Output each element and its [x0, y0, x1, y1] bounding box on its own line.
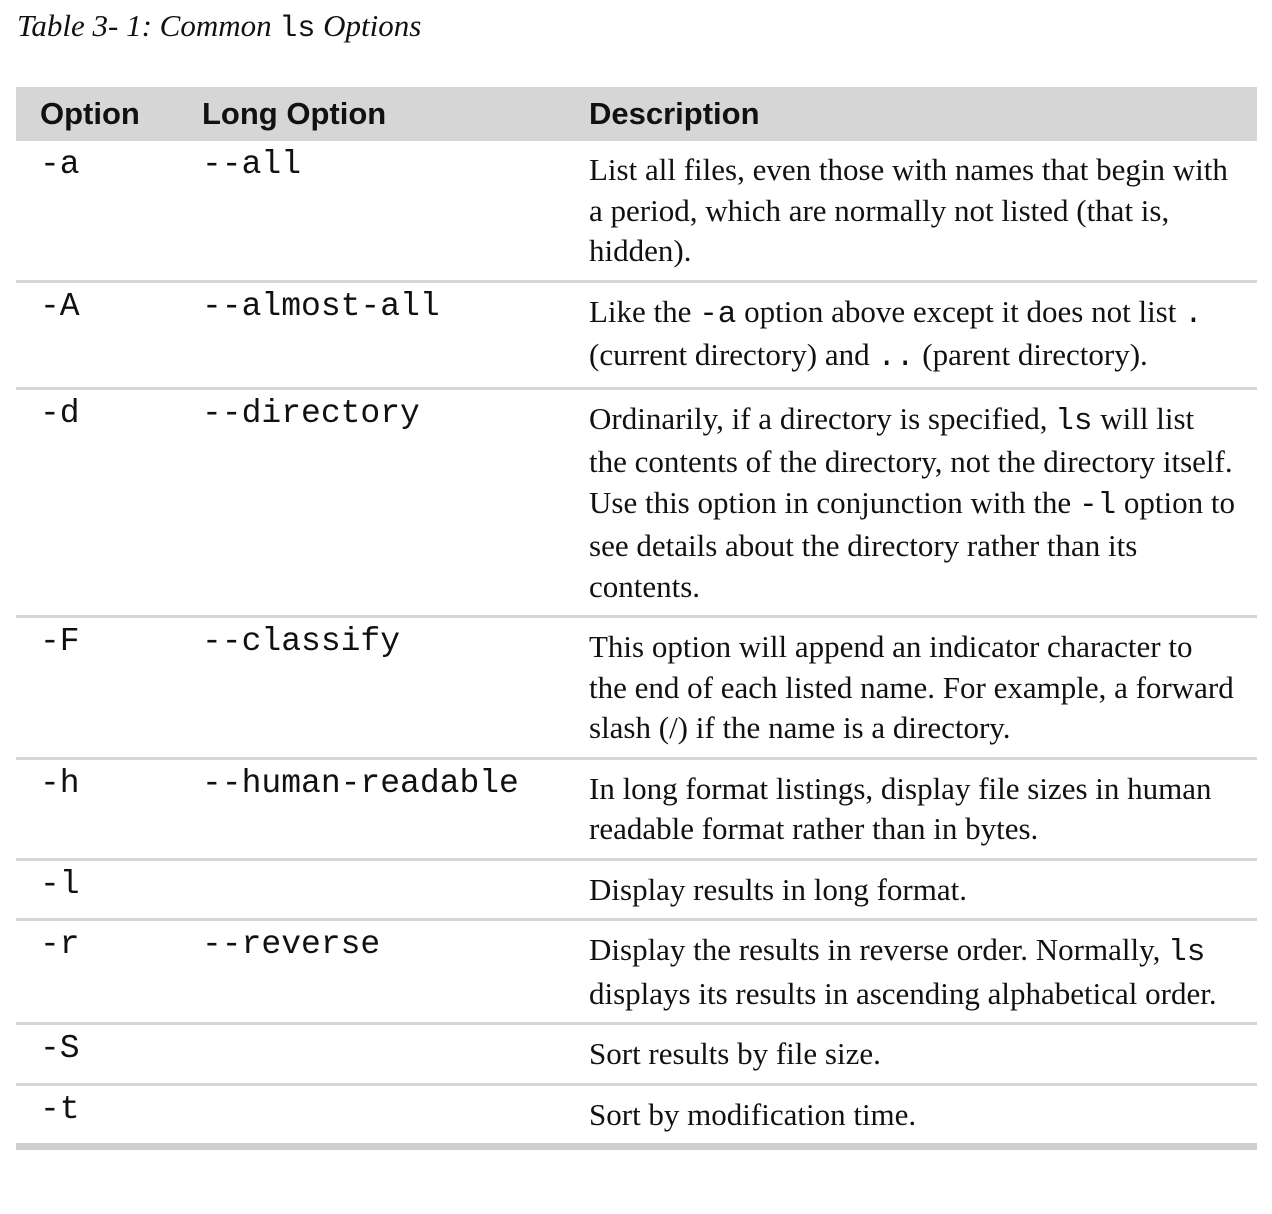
- caption-code: ls: [279, 12, 316, 46]
- description-cell: This option will append an indicator cha…: [565, 617, 1257, 759]
- inline-code: .: [1184, 296, 1203, 332]
- table-header: Option Long Option Description: [16, 87, 1257, 141]
- description-cell: Display the results in reverse order. No…: [565, 920, 1257, 1024]
- description-text: will list the contents of the directory,…: [589, 400, 1233, 520]
- table-row: -h --human-readable In long format listing…: [16, 758, 1257, 859]
- description-cell: Sort by modification time.: [565, 1084, 1257, 1147]
- table-row: -r --reverse Display the results in revers…: [16, 919, 1257, 1024]
- option-cell: -a: [40, 146, 80, 183]
- option-cell: -l: [40, 865, 80, 903]
- long-option-cell: [178, 859, 565, 920]
- description-cell: List all files, even those with names th…: [565, 141, 1257, 281]
- inline-code: -l: [1078, 487, 1117, 523]
- long-option-cell: [178, 1084, 565, 1147]
- option-cell: -S: [40, 1030, 80, 1067]
- table-row: -F --classify This option will append an i…: [16, 616, 1257, 759]
- long-option-cell: --all: [202, 146, 302, 183]
- inline-code: -a: [699, 296, 737, 332]
- description-text: Ordinarily, if a directory is specified,: [589, 400, 1056, 436]
- table-row: -l Display results in long format.: [16, 859, 1257, 920]
- header-long-option: Long Option: [178, 87, 565, 141]
- header-description: Description: [565, 87, 1257, 141]
- caption-suffix: Options: [315, 8, 422, 43]
- description-text: List all files, even those with names th…: [589, 152, 1228, 268]
- description-text: option above except it does not list: [736, 293, 1185, 329]
- option-cell: -t: [40, 1090, 80, 1128]
- table-body: -a --all List all files, even those with n…: [16, 141, 1257, 1147]
- description-text: This option will append an indicator cha…: [589, 629, 1234, 745]
- description-text: Sort by modification time.: [589, 1096, 917, 1132]
- long-option-cell: --almost-all: [202, 287, 440, 325]
- long-option-cell: --reverse: [202, 926, 381, 963]
- description-cell: Sort results by file size.: [565, 1024, 1257, 1085]
- option-cell: -A: [40, 287, 80, 325]
- description-cell: Like the -a option above except it does …: [565, 281, 1257, 388]
- long-option-cell: --directory: [202, 394, 420, 432]
- inline-code: ..: [877, 340, 915, 375]
- description-text: Like the: [589, 293, 700, 329]
- description-text: In long format listings, display file si…: [589, 770, 1212, 847]
- long-option-cell: [178, 1024, 565, 1085]
- description-text: Sort results by file size.: [589, 1036, 881, 1071]
- inline-code: ls: [1168, 935, 1206, 970]
- table-row: -d --directory Ordinarily, if a directory …: [16, 388, 1257, 617]
- table-caption: Table 3- 1: Common ls Options: [17, 6, 421, 49]
- inline-code: ls: [1055, 403, 1093, 439]
- description-cell: In long format listings, display file si…: [565, 758, 1257, 859]
- long-option-cell: --human-readable: [202, 764, 519, 802]
- description-text: (parent directory).: [914, 337, 1148, 372]
- description-cell: Ordinarily, if a directory is specified,…: [565, 388, 1257, 617]
- long-option-cell: --classify: [202, 623, 401, 660]
- description-text: Display results in long format.: [589, 871, 967, 907]
- option-cell: -r: [40, 926, 80, 963]
- option-cell: -F: [40, 623, 80, 660]
- table-row: -A --almost-all Like the -a option above e…: [16, 281, 1257, 388]
- description-text: option to see details about the director…: [589, 484, 1235, 604]
- description-text: displays its results in ascending alphab…: [589, 975, 1217, 1011]
- option-cell: -h: [40, 764, 80, 802]
- header-option: Option: [16, 87, 178, 141]
- caption-prefix: Table 3- 1: Common: [17, 8, 280, 43]
- option-cell: -d: [40, 394, 80, 432]
- table-row: -a --all List all files, even those with n…: [16, 141, 1257, 281]
- table-row: -S Sort results by file size.: [16, 1023, 1257, 1085]
- description-text: Display the results in reverse order. No…: [589, 932, 1169, 967]
- table-row: -t Sort by modification time.: [16, 1084, 1257, 1147]
- description-text: (current directory) and: [589, 337, 878, 372]
- description-cell: Display results in long format.: [565, 859, 1257, 920]
